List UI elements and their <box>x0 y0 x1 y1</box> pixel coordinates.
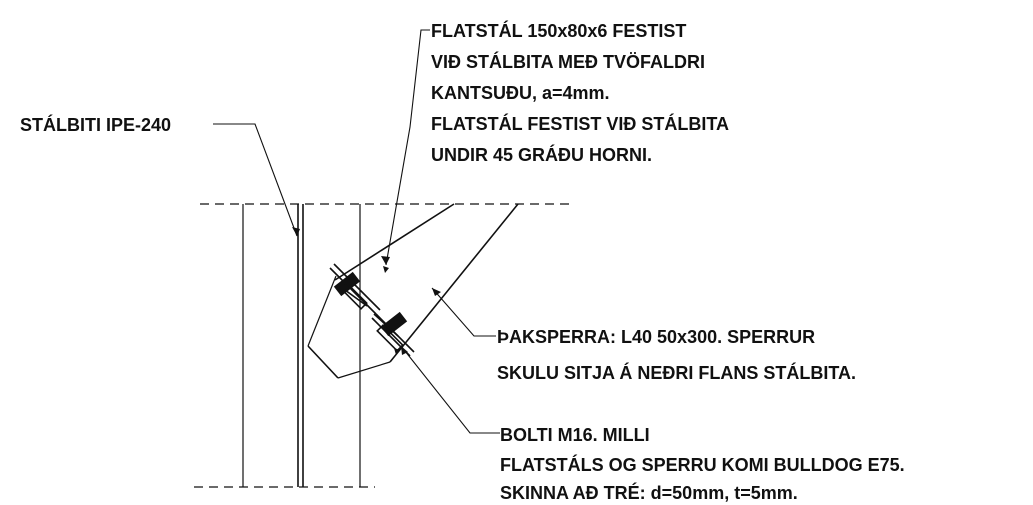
note-bolt-line-1: BOLTI M16. MILLI <box>500 425 650 445</box>
arrow-steel-beam <box>292 227 300 236</box>
weld-mark-upper <box>383 266 389 273</box>
washer-upper <box>340 282 368 310</box>
note-rafter-line-2: SKULU SITJA Á NEÐRI FLANS STÁLBITA. <box>497 362 856 383</box>
leader-bolt <box>400 345 500 434</box>
flat-steel-plate <box>329 263 415 357</box>
bolt-lower <box>373 311 408 352</box>
washer-lower <box>376 324 404 352</box>
arrow-flat-steel <box>381 256 390 265</box>
note-flat-steel-line-1: FLATSTÁL 150x80x6 FESTIST <box>431 20 686 41</box>
rafter-end-upper <box>307 275 337 347</box>
plate-edge-2 <box>333 263 381 311</box>
rafter-end-lower <box>337 361 391 379</box>
bolt-shank-lower <box>373 313 399 337</box>
leader-rafter <box>431 287 496 337</box>
rafter-lower-edge <box>389 203 519 363</box>
arrow-bolt <box>401 346 408 355</box>
note-bolt-line-2: FLATSTÁLS OG SPERRU KOMI BULLDOG E75. <box>500 454 905 475</box>
note-rafter-line-1: ÞAKSPERRA: L40 50x300. SPERRUR <box>497 327 815 347</box>
bolt-upper <box>333 271 368 310</box>
note-flat-steel: FLATSTÁL 150x80x6 FESTIST VIÐ STÁLBITA M… <box>431 20 729 165</box>
note-bolt: BOLTI M16. MILLI FLATSTÁLS OG SPERRU KOM… <box>500 425 905 503</box>
note-flat-steel-line-3: KANTSUÐU, a=4mm. <box>431 83 610 103</box>
rafter-end-cut <box>307 345 339 379</box>
arrow-rafter <box>432 288 441 296</box>
plate-edge-1 <box>329 267 377 315</box>
note-flat-steel-line-5: UNDIR 45 GRÁÐU HORNI. <box>431 144 652 165</box>
note-flat-steel-line-2: VIÐ STÁLBITA MEÐ TVÖFALDRI <box>431 51 705 72</box>
leader-flat-steel <box>385 29 430 266</box>
note-rafter: ÞAKSPERRA: L40 50x300. SPERRUR SKULU SIT… <box>497 327 856 383</box>
rafter-upper-edge <box>334 203 455 281</box>
weld-mark-lower <box>394 348 400 355</box>
note-steel-beam: STÁLBITI IPE-240 <box>20 114 171 135</box>
leader-steel-beam <box>213 123 298 237</box>
rafter <box>307 203 519 379</box>
note-bolt-line-3: SKINNA AÐ TRÉ: d=50mm, t=5mm. <box>500 482 798 503</box>
bolt-shank-upper <box>344 289 368 307</box>
steel-beam-ipe240 <box>242 204 361 487</box>
note-flat-steel-line-4: FLATSTÁL FESTIST VIÐ STÁLBITA <box>431 113 729 134</box>
